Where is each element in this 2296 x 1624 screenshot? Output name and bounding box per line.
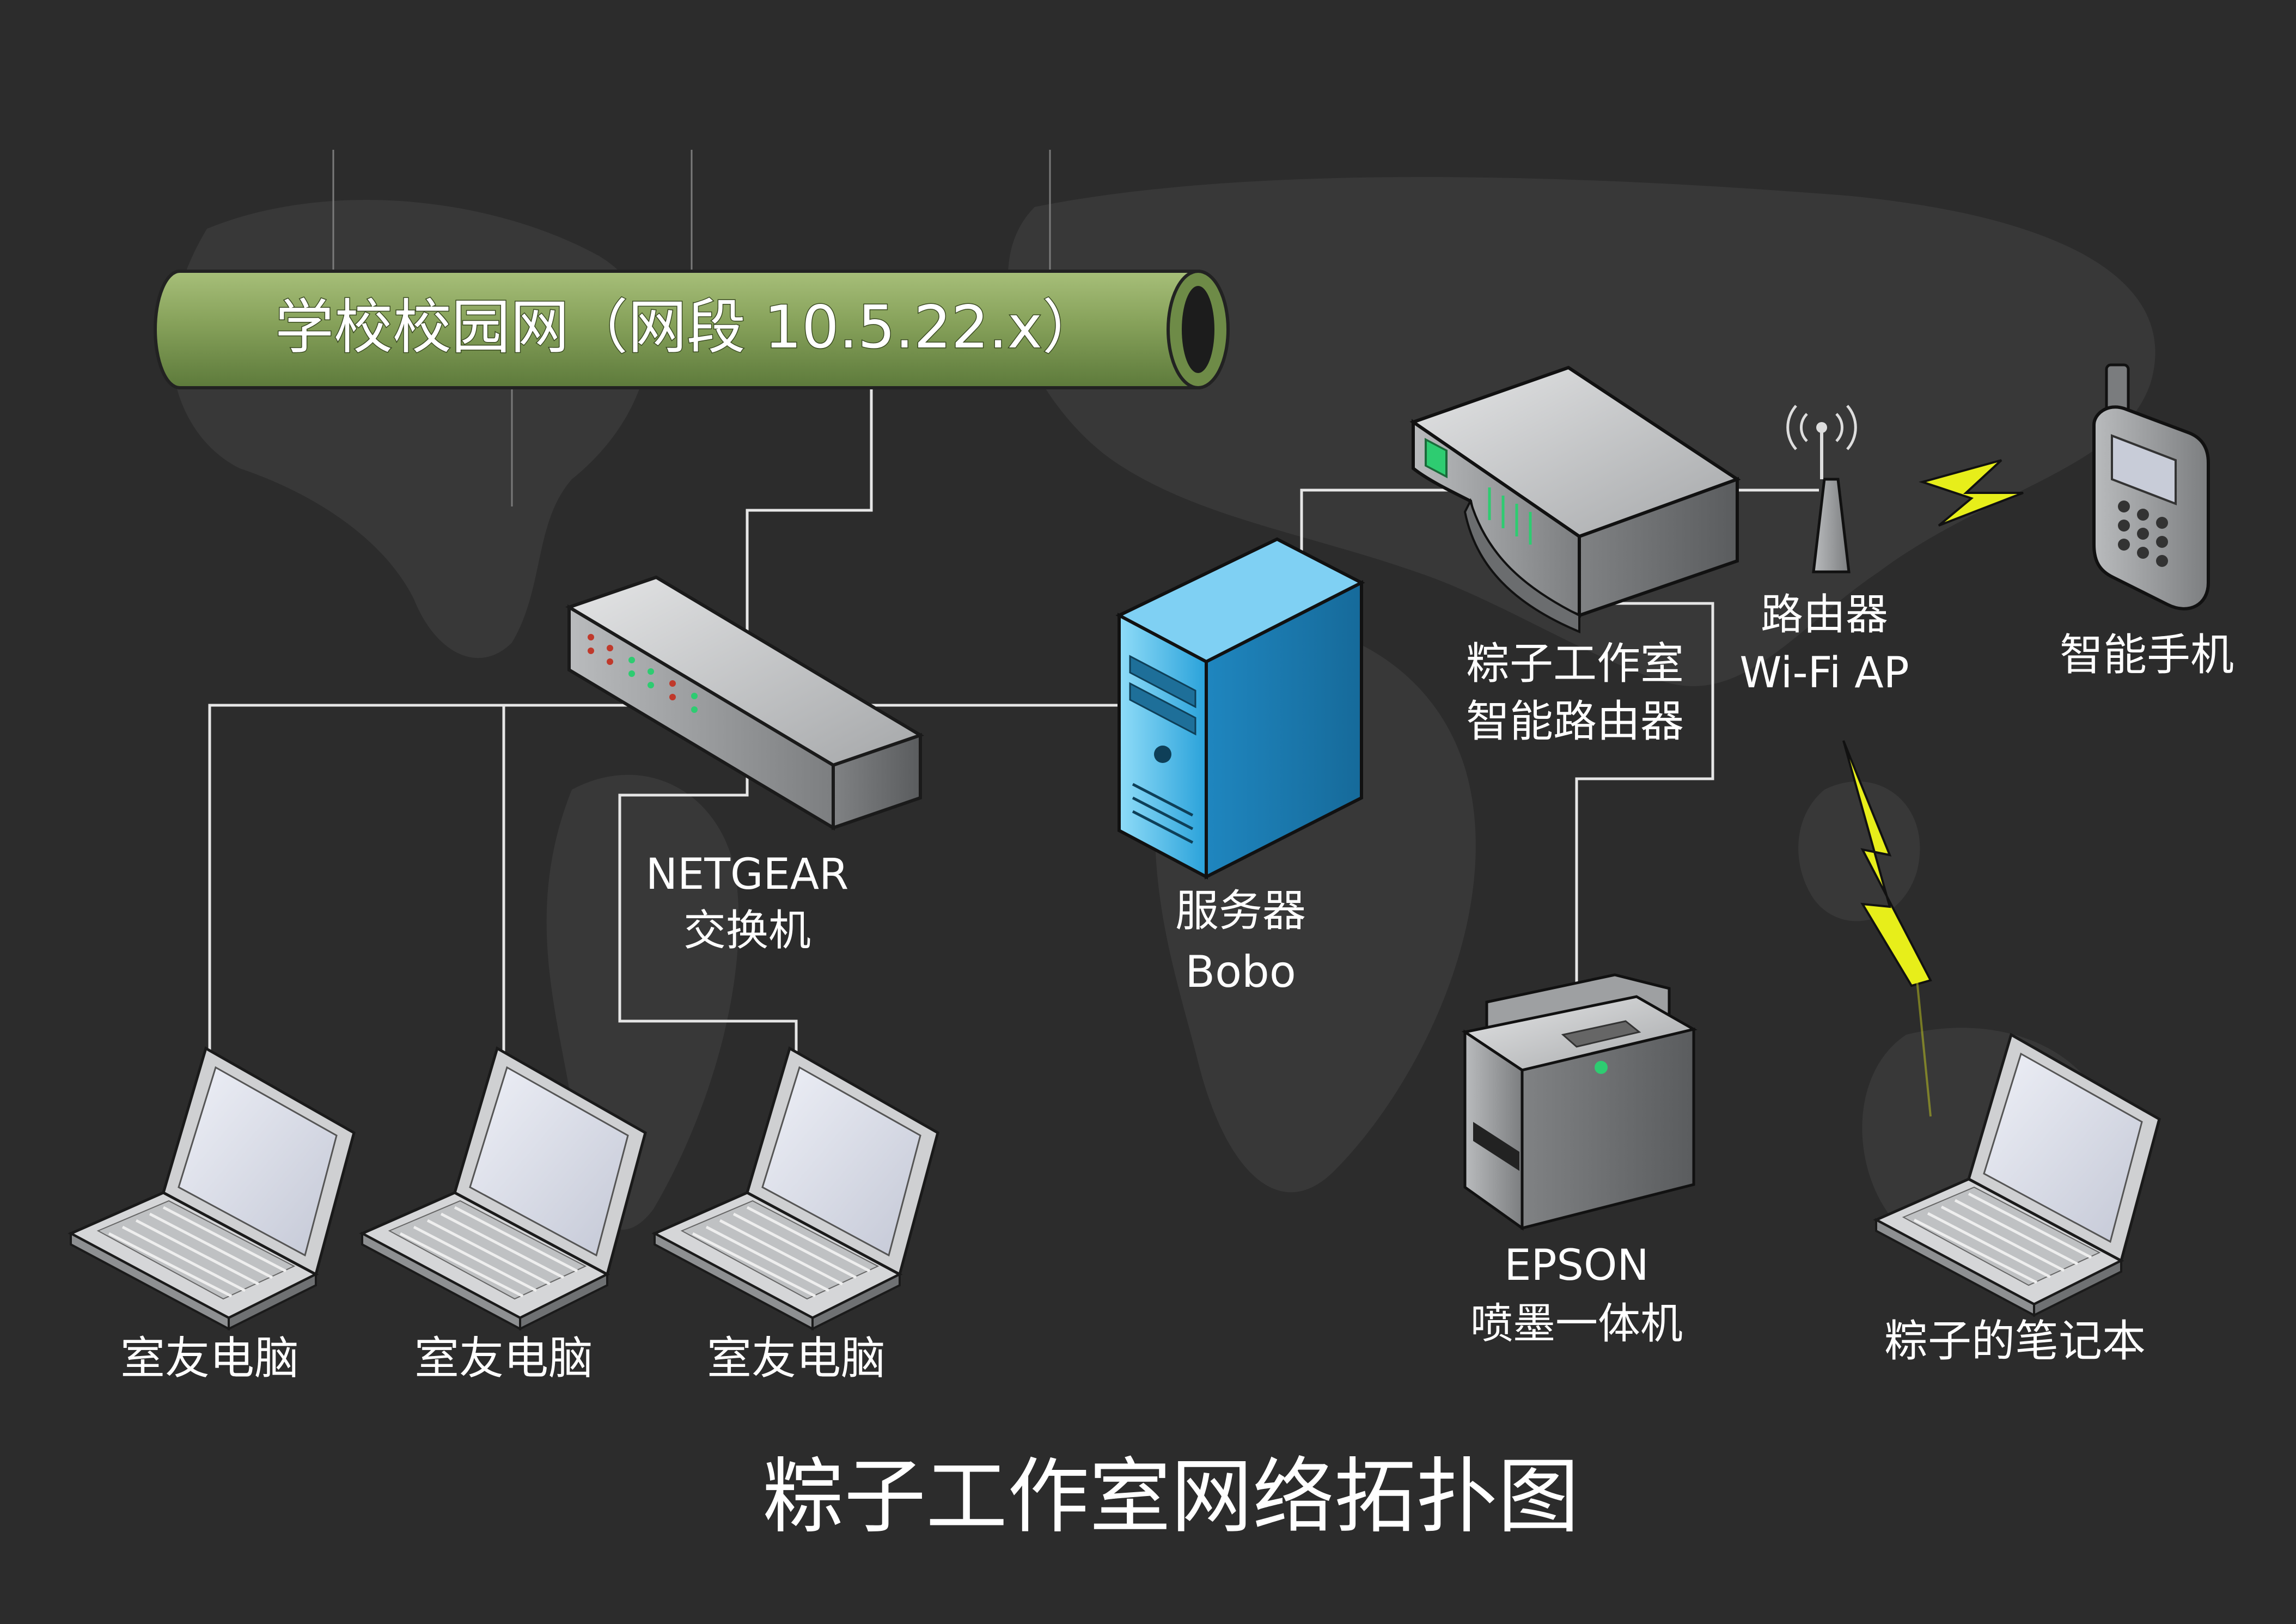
router-status-leds <box>1488 487 1532 545</box>
backbone-label: 学校校园网（网段 10.5.22.x） <box>275 294 1101 362</box>
wireless-signal-to-notebook-icon <box>1842 740 1932 987</box>
router-label-line1: 粽子工作室 <box>1466 638 1684 689</box>
server-label-line1: 服务器 <box>1175 886 1306 936</box>
phone-keypad <box>2118 500 2168 567</box>
diagram-title: 粽子工作室网络拓扑图 <box>762 1450 1579 1544</box>
server-tower-icon[interactable] <box>1115 537 1365 880</box>
notebook-label: 粽子的笔记本 <box>1884 1316 2146 1366</box>
switch-label-line2: 交换机 <box>683 906 811 955</box>
switch-port-leds <box>588 634 698 713</box>
epson-printer-icon[interactable] <box>1461 973 1697 1231</box>
printer-label-line2: 喷墨一体机 <box>1470 1299 1683 1348</box>
ap-label-line2: Wi-Fi AP <box>1739 649 1909 698</box>
wireless-signal-to-phone-icon <box>1919 459 2024 527</box>
server-label-line2: Bobo <box>1185 947 1296 997</box>
campus-backbone-pipe <box>154 270 1230 389</box>
wireless-signal-tail <box>1916 980 1932 1117</box>
pc3-label: 室友电脑 <box>707 1333 886 1384</box>
router-label-line2: 智能路由器 <box>1466 696 1684 747</box>
wifi-ap-icon[interactable] <box>1786 405 1857 573</box>
netgear-switch-icon[interactable] <box>565 575 925 831</box>
uplink-lines <box>332 150 1051 506</box>
printer-label-line1: EPSON <box>1504 1241 1649 1290</box>
smartphone-icon[interactable] <box>2092 363 2210 610</box>
pc1-label: 室友电脑 <box>120 1333 299 1384</box>
ap-label-line1: 路由器 <box>1761 590 1888 639</box>
pc2-label: 室友电脑 <box>414 1333 593 1384</box>
phone-label: 智能手机 <box>2060 630 2234 680</box>
switch-label-line1: NETGEAR <box>646 850 849 899</box>
smart-router-icon[interactable] <box>1409 365 1741 634</box>
